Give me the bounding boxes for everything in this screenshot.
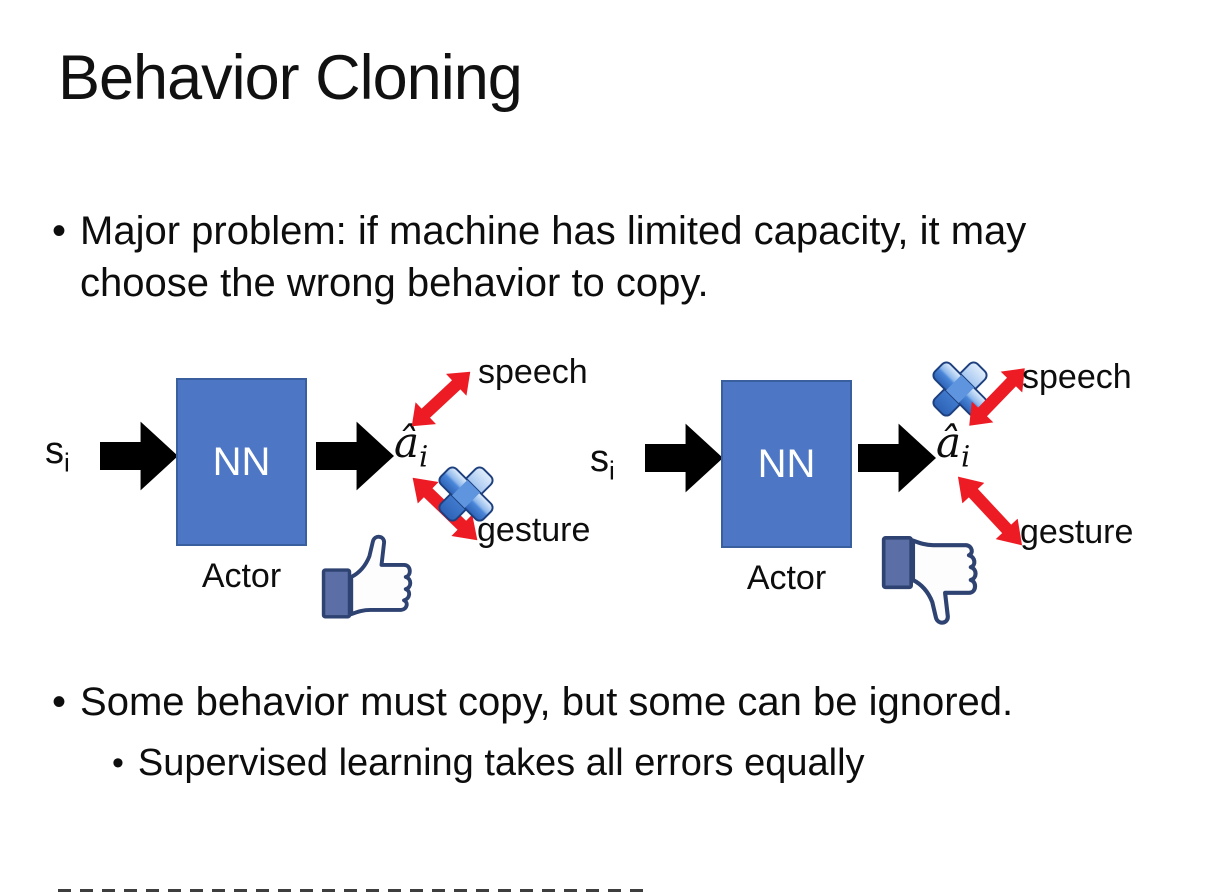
right-input-symbol: s: [590, 438, 609, 480]
left-output-subscript: i: [419, 439, 429, 474]
right-actor-label: Actor: [746, 559, 827, 597]
bullet-marker: •: [52, 209, 67, 253]
bullet-supervised-text: Supervised learning takes all errors equ…: [137, 742, 865, 784]
right-output-subscript: i: [961, 439, 971, 474]
left-output-arrow-icon: [316, 417, 394, 495]
left-output-action: âi: [394, 418, 428, 473]
right-speech-label: speech: [1022, 358, 1132, 396]
right-nn-box: NN: [721, 380, 852, 548]
right-gesture-label: gesture: [1020, 513, 1134, 551]
right-nn-label: NN: [757, 441, 816, 486]
left-input-symbol: s: [45, 430, 64, 472]
bullet-supervised: • Supervised learning takes all errors e…: [112, 739, 1162, 788]
right-output-arrow-icon: [858, 419, 936, 497]
bullet-marker: •: [112, 744, 124, 782]
left-actor-label: Actor: [201, 557, 282, 595]
bullet-some-behavior-text: Some behavior must copy, but some can be…: [80, 680, 1014, 724]
bullet-marker: •: [52, 680, 67, 724]
right-input-state: si: [590, 438, 615, 487]
left-speech-arrow-icon: [402, 361, 481, 438]
left-speech-label: speech: [478, 353, 588, 391]
left-nn-box: NN: [176, 378, 307, 546]
left-nn-label: NN: [212, 439, 271, 484]
thumbs-down-icon: [880, 532, 990, 628]
left-input-state: si: [45, 430, 70, 479]
right-cross-out-icon: [928, 356, 992, 420]
left-cross-out-icon: [434, 462, 498, 526]
page-title: Behavior Cloning: [58, 43, 523, 113]
right-input-arrow-icon: [645, 419, 723, 497]
left-gesture-label: gesture: [477, 511, 591, 549]
left-output-symbol: â: [394, 418, 420, 467]
left-input-arrow-icon: [100, 417, 178, 495]
right-output-symbol: â: [936, 418, 962, 467]
right-output-action: âi: [936, 418, 970, 473]
right-gesture-arrow-icon: [947, 466, 1033, 555]
bullet-major-problem: • Major problem: if machine has limited …: [52, 205, 1062, 310]
thumbs-up-icon: [320, 532, 424, 622]
bullet-some-behavior: • Some behavior must copy, but some can …: [52, 676, 1162, 728]
left-input-subscript: i: [64, 447, 70, 478]
bullet-major-problem-text: Major problem: if machine has limited ca…: [80, 209, 1027, 306]
cutoff-text-line: [58, 889, 644, 892]
right-speech-arrow-icon: [958, 358, 1035, 436]
right-input-subscript: i: [609, 455, 615, 486]
